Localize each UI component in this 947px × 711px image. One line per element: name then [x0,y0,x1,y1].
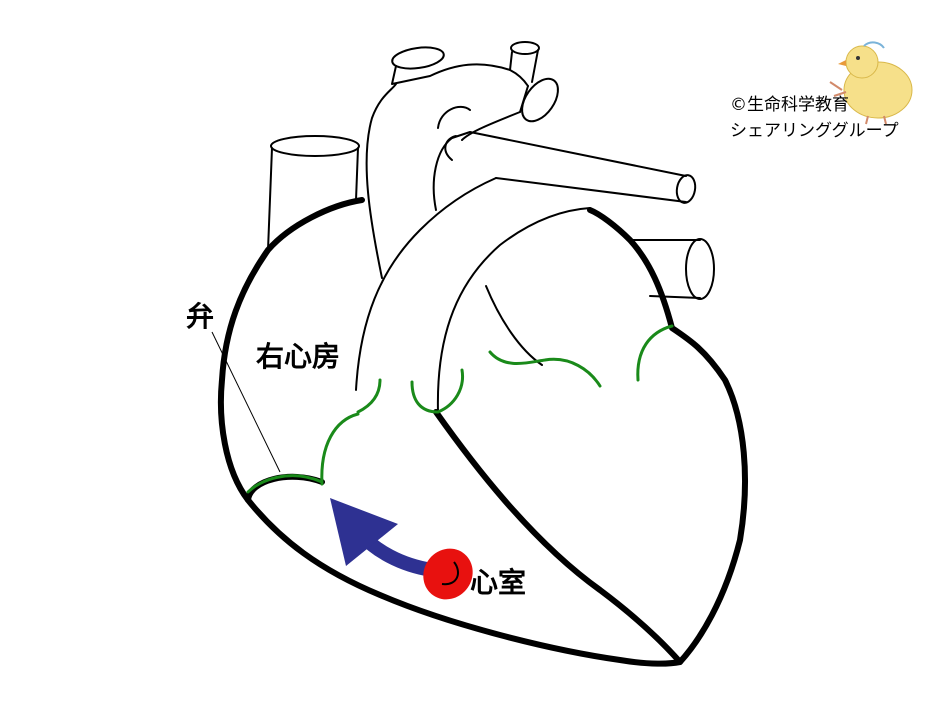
flow-arrow-icon [330,498,439,577]
valve-tricuspid-left [246,474,324,494]
valve-aortic [410,368,465,414]
chick-mascot-icon [829,41,913,125]
aorta [365,41,559,366]
label-ventricle: 心室 [470,566,526,599]
superior-vena-cava [267,135,360,251]
pulmonary-vein [629,238,715,300]
credit-line-1: ©生命科学教育 [730,95,849,115]
valve-pulmonary-left [356,378,382,414]
valve-mitral [488,350,602,388]
red-blood-cell-icon [423,548,473,600]
label-right-atrium: 右心房 [256,340,340,373]
valve-tricuspid-right [320,412,360,486]
valve-leader-line [211,331,281,473]
valves [246,324,674,494]
valve-pulmonary-right [636,324,674,382]
pulmonary-artery [355,131,697,413]
credit-line-2: シェアリンググループ [730,121,899,141]
label-valve: 弁 [186,300,214,333]
